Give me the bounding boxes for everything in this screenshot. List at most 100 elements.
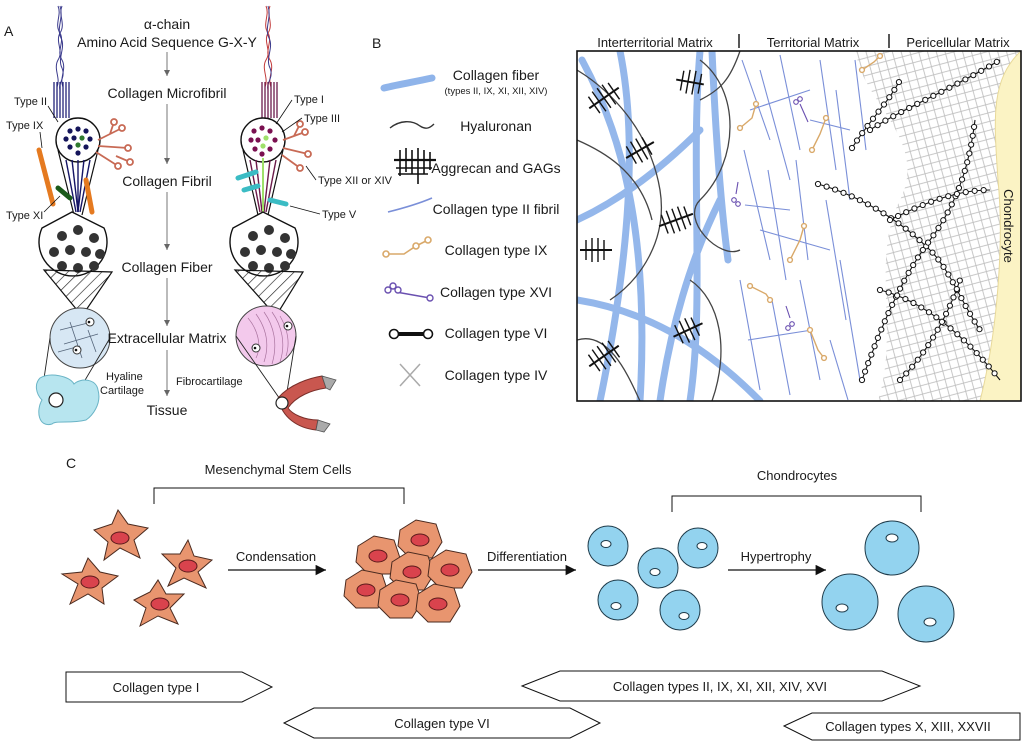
step-microfibril: Collagen Microfibril [107,85,226,101]
legend-type-ii-fibril-icon [387,197,433,213]
type-vi-bead [905,269,912,276]
legend-hyaluronan-icon [389,121,435,129]
type-vi-bead [885,289,892,296]
microfibril-strands-right [261,82,278,118]
label-type-xii-xiv: Type XII or XIV [318,175,393,187]
type-vi-bead [919,201,926,209]
legend-fiber-label: Collagen fiber [453,67,540,83]
type-vi-bead [880,210,887,217]
type-vi-bead [962,76,969,83]
type-vi-bead [929,249,936,256]
type-vi-bead [928,198,935,205]
group-chondro-label: Chondrocytes [757,468,838,483]
type-vi-bead [942,310,950,317]
type-vi-bead [866,126,874,134]
type-vi-bead [874,334,881,342]
group-msc-bracket [153,487,405,504]
matrix-box: Chondrocyte [577,51,1021,401]
group-chondro-bracket [671,495,922,512]
type-vi-bead [914,100,921,107]
type-vi-bead [880,101,888,108]
type-vi-bead [967,343,974,350]
type-vi-bead [891,86,898,93]
label-type-v: Type V [322,209,357,221]
type-vi-bead [934,326,941,333]
left-labels: Type II Type IX Type XI Hyaline Cartilag… [6,96,144,397]
type-vi-bead [933,314,940,321]
type-vi-bead [914,356,921,363]
type-vi-bead [903,370,910,377]
type-vi-bead [869,115,877,122]
type-vi-bead [922,96,929,103]
type-vi-bead [894,212,902,220]
type-vi-bead [958,295,965,302]
type-vi-bead [970,72,977,79]
label-type-iii: Type III [304,113,340,125]
type-vi-bead [874,122,881,129]
type-xvi-molecules [731,96,809,331]
type-vi-bead [924,239,932,246]
panel-b: B [372,34,1022,402]
type-vi-bead [936,195,943,202]
label-type-i: Type I [294,94,324,106]
type-vi-bead [973,350,980,357]
alpha-chain-left [55,5,65,91]
type-vi-bead [985,363,992,370]
type-vi-bead [902,295,909,303]
type-vi-bead [902,225,909,232]
chondrocytes-differentiated [587,525,719,631]
step-amino-acid-sequence: Amino Acid Sequence G-X-Y [77,34,257,50]
type-vi-bead [910,299,917,307]
label-type-ii: Type II [14,96,47,108]
legend-type-iv-icon [399,363,421,387]
type-vi-bead [856,197,864,204]
step-condensation: Condensation [236,549,316,564]
legend-aggrecan-icon [394,148,436,184]
type-vi-bead [919,246,926,254]
type-xii-right [235,169,289,207]
type-vi-bead [940,263,947,270]
type-vi-bead [956,277,963,284]
type-vi-bead [910,261,917,269]
type-ix-left-2 [83,177,95,215]
legend-fiber-icon [380,74,436,92]
type-vi-bead [894,292,901,299]
group-msc-label: Mesenchymal Stem Cells [205,462,352,477]
type-vi-bead [853,137,861,144]
step-differentiation: Differentiation [487,549,567,564]
branch-left [95,118,134,170]
type-vi-bead [909,231,916,238]
type-vi-bead [848,144,856,152]
fiber-cross-section-right [229,211,299,277]
panel-a: A [4,5,393,433]
step-fibril: Collagen Fibril [122,173,211,189]
type-vi-bead [945,193,952,200]
type-vi-bead [970,123,978,131]
legend-type-iv-label: Collagen type IV [445,367,548,383]
type-vi-bead [954,80,961,87]
type-vi-bead [886,94,893,101]
type-vi-bead [946,84,953,91]
expression-bar-type-vi: Collagen type VI [282,707,602,739]
type-vi-bead [954,331,961,338]
type-vi-bead [864,201,872,208]
type-vi-bead [978,67,985,74]
type-vi-bead [861,368,869,375]
type-vi-bead [993,58,1000,65]
panel-c: C Mesenchymal Stem Cells Chondrocytes [60,455,1021,741]
type-vi-bead [979,356,986,363]
fibril-cross-section-left [55,117,101,216]
type-vi-bead [964,159,971,166]
branch-right [281,120,312,172]
fibrocartilage-tissue [275,375,337,433]
hyaline-cartilage-tissue [35,374,100,426]
step-ecm: Extracellular Matrix [107,330,226,346]
type-vi-bead [871,343,878,350]
type-vi-bead [962,302,969,310]
msc-scattered [60,508,214,628]
bar-type-x-label: Collagen types X, XIII, XXVII [825,719,990,734]
type-vi-bead [958,176,966,183]
type-vi-bead [961,167,968,175]
legend-type-ii-fibril-label: Collagen type II fibril [433,201,560,217]
